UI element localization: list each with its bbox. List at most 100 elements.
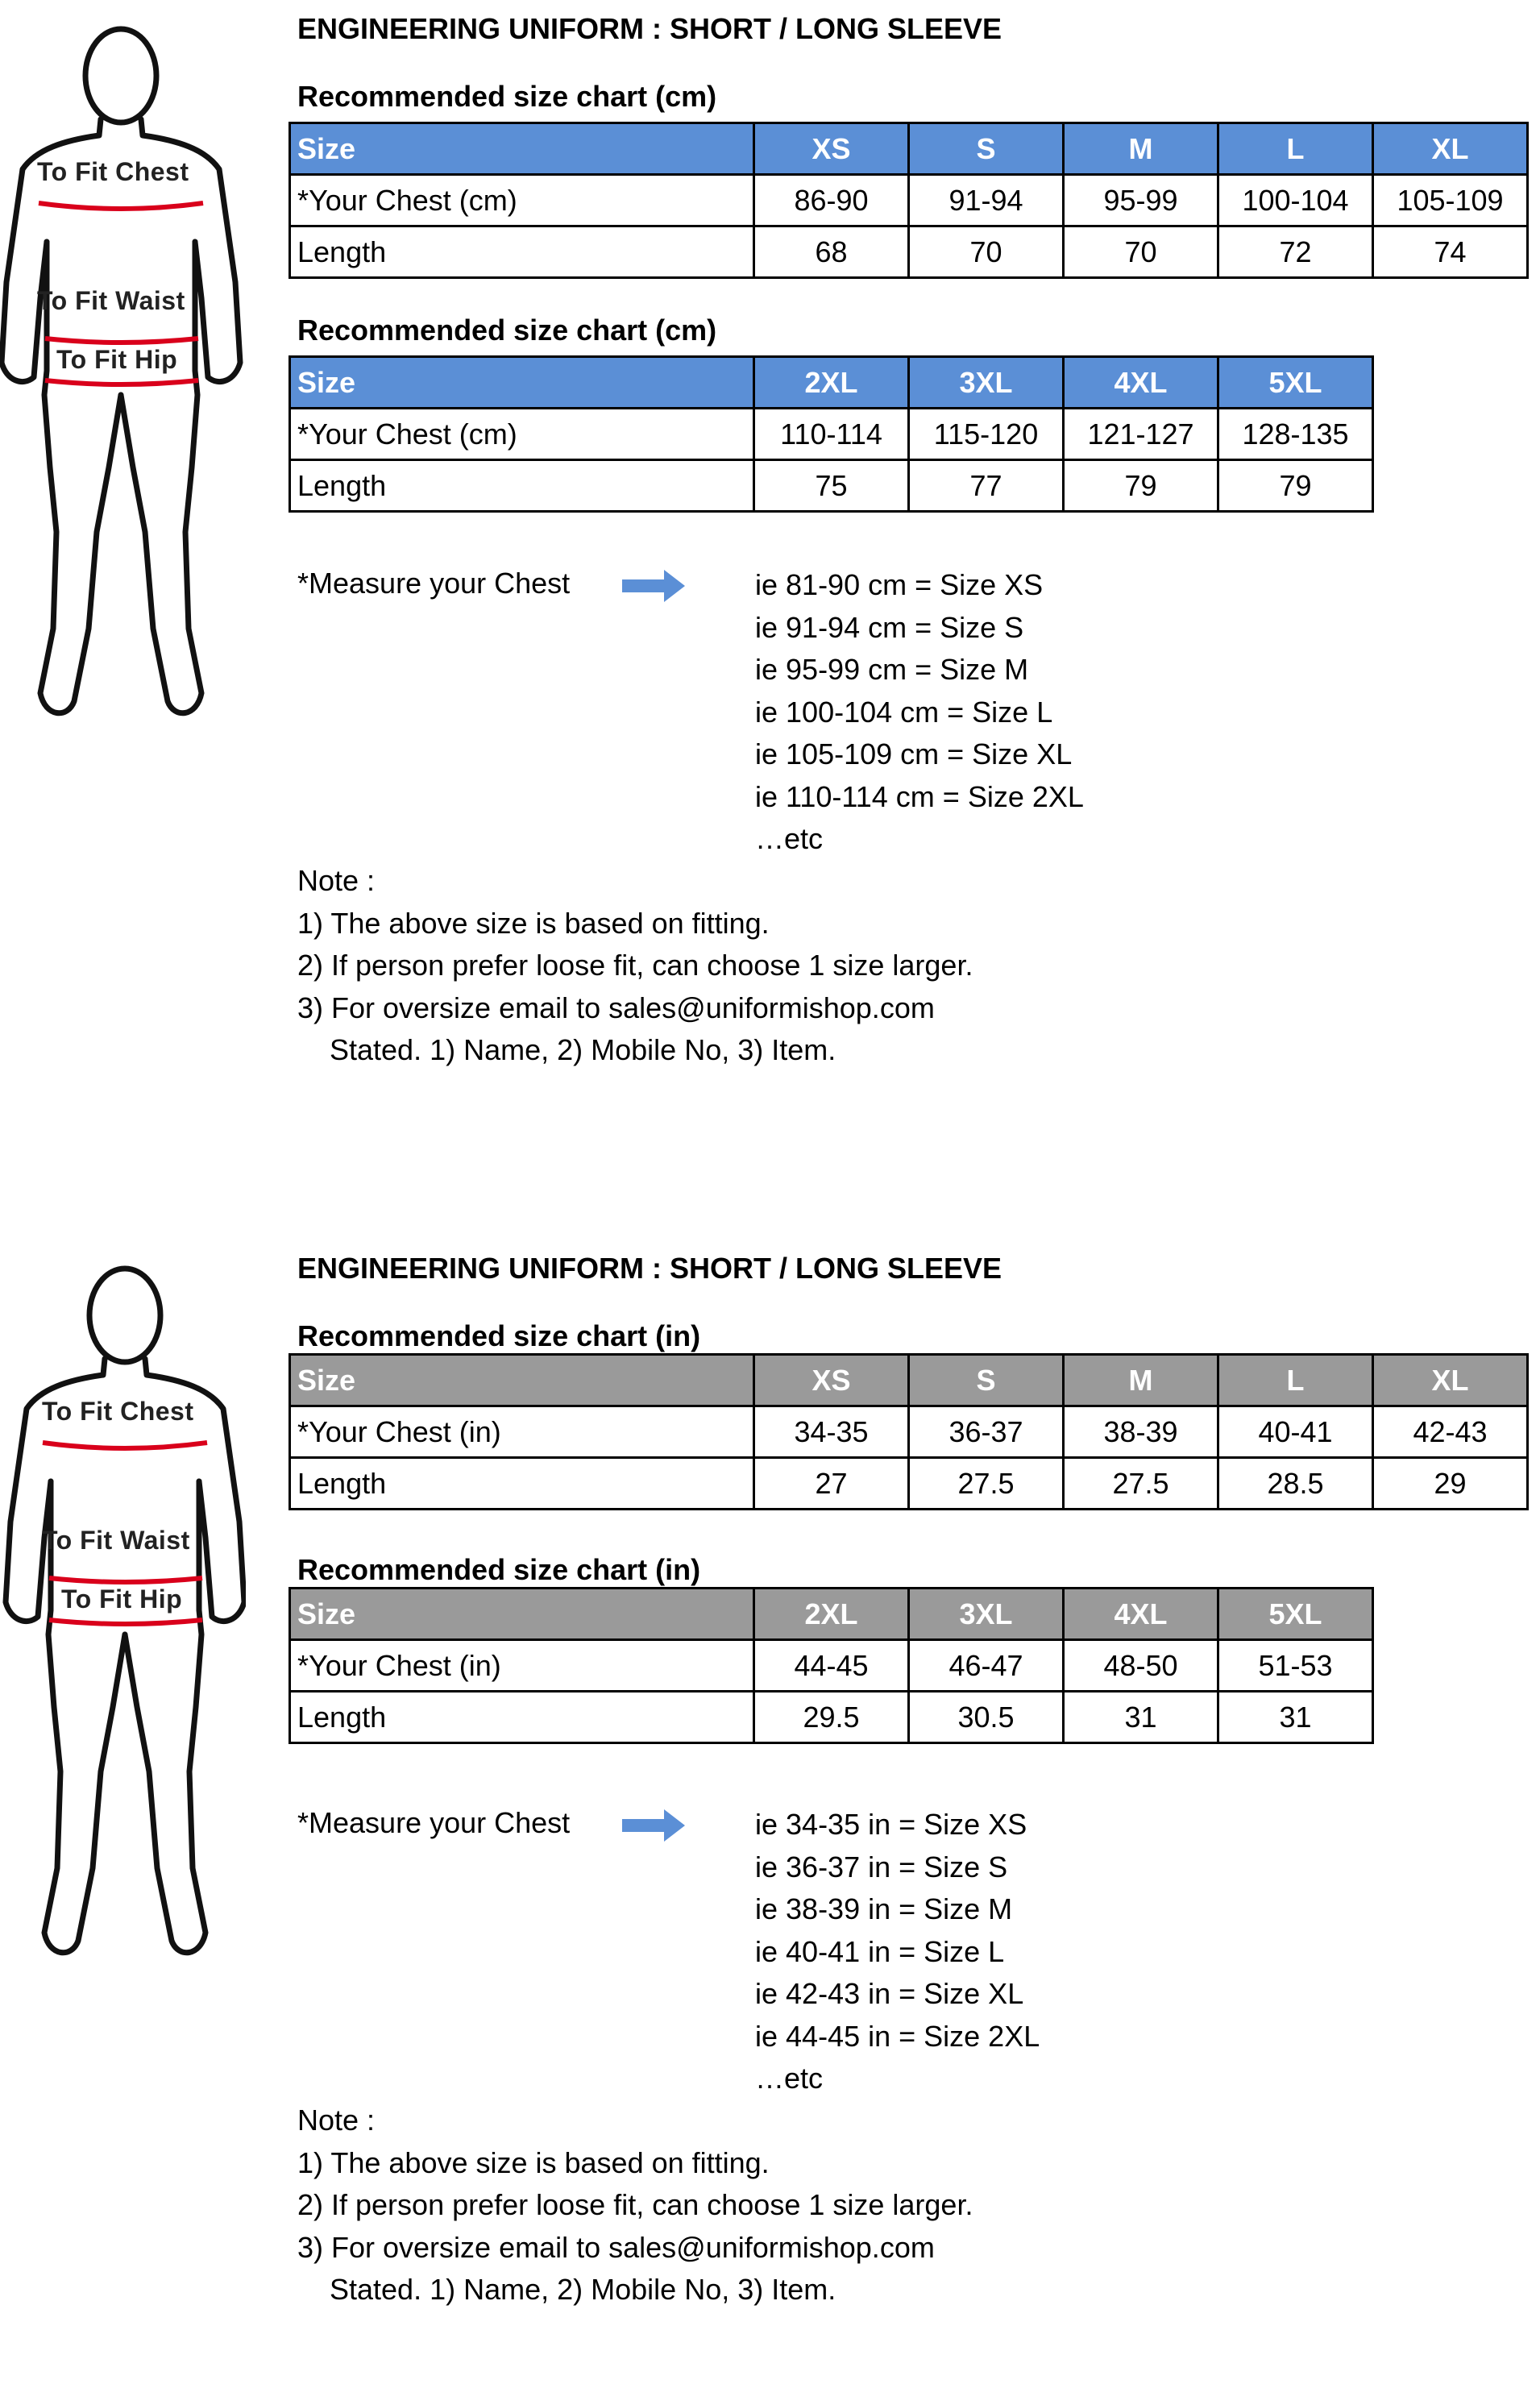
measure-chest-label: *Measure your Chest [297,567,571,600]
row-label: Length [288,459,755,513]
header-m: M [1062,1353,1219,1407]
header-s: S [907,122,1065,176]
table-row: *Your Chest (in) 34-35 36-37 38-39 40-41… [288,1405,1529,1459]
table-cell: 72 [1217,225,1374,279]
table-cell: 79 [1217,459,1374,513]
table-cell: 34-35 [753,1405,910,1459]
header-3xl: 3XL [907,1587,1065,1641]
row-label: Length [288,1456,755,1510]
size-section-in: To Fit Chest To Fit Waist To Fit Hip ENG… [0,1240,1540,2384]
table-cell: 70 [1062,225,1219,279]
table-cell: 30.5 [907,1690,1065,1744]
notes-block: Note : 1) The above size is based on fit… [297,2099,973,2311]
header-4xl: 4XL [1062,1587,1219,1641]
fit-waist-label: To Fit Waist [37,286,185,315]
fit-chest-label: To Fit Chest [42,1397,194,1426]
table-cell: 42-43 [1372,1405,1529,1459]
size-equivalents-list: ie 34-35 in = Size XS ie 36-37 in = Size… [755,1804,1040,2100]
fit-hip-label: To Fit Hip [61,1584,183,1614]
table-cell: 27 [753,1456,910,1510]
table-cell: 40-41 [1217,1405,1374,1459]
row-label: *Your Chest (in) [288,1638,755,1692]
table-header-row: Size XS S M L XL [288,122,1529,176]
table-cell: 100-104 [1217,173,1374,227]
header-xl: XL [1372,1353,1529,1407]
size-table-in-large: Size 2XL 3XL 4XL 5XL *Your Chest (in) 44… [288,1587,1374,1744]
header-size: Size [288,122,755,176]
arrow-right-icon [622,1809,685,1842]
list-item: ie 100-104 cm = Size L [755,695,1053,729]
list-item: ie 110-114 cm = Size 2XL [755,779,1084,813]
table-cell: 27.5 [907,1456,1065,1510]
note-item: Stated. 1) Name, 2) Mobile No, 3) Item. [330,1033,836,1066]
body-figure-icon: To Fit Chest To Fit Waist To Fit Hip [0,16,246,741]
table-cell: 115-120 [907,407,1065,461]
header-4xl: 4XL [1062,355,1219,409]
table-caption: Recommended size chart (in) [297,1319,701,1352]
table-cell: 36-37 [907,1405,1065,1459]
body-figure-icon: To Fit Chest To Fit Waist To Fit Hip [0,1256,246,1981]
table-header-row: Size XS S M L XL [288,1353,1529,1407]
table-header-row: Size 2XL 3XL 4XL 5XL [288,355,1374,409]
list-item: ie 91-94 cm = Size S [755,610,1024,644]
table-row: *Your Chest (in) 44-45 46-47 48-50 51-53 [288,1638,1374,1692]
table-row: Length 68 70 70 72 74 [288,225,1529,279]
table-row: *Your Chest (cm) 110-114 115-120 121-127… [288,407,1374,461]
table-cell: 44-45 [753,1638,910,1692]
table-cell: 75 [753,459,910,513]
note-heading: Note : [297,2104,376,2137]
table-cell: 29.5 [753,1690,910,1744]
size-table-in-standard: Size XS S M L XL *Your Chest (in) 34-35 … [288,1353,1529,1510]
header-m: M [1062,122,1219,176]
fit-waist-label: To Fit Waist [42,1526,190,1555]
note-item: 2) If person prefer loose fit, can choos… [297,949,973,982]
header-xs: XS [753,1353,910,1407]
fit-chest-label: To Fit Chest [37,157,189,186]
table-cell: 74 [1372,225,1529,279]
note-item: 1) The above size is based on fitting. [297,906,770,940]
list-item: ie 81-90 cm = Size XS [755,568,1044,601]
row-label: *Your Chest (in) [288,1405,755,1459]
header-2xl: 2XL [753,1587,910,1641]
page-title: ENGINEERING UNIFORM : SHORT / LONG SLEEV… [297,12,1002,45]
list-item: …etc [755,822,824,855]
list-item: ie 34-35 in = Size XS [755,1808,1027,1841]
table-cell: 68 [753,225,910,279]
table-row: Length 27 27.5 27.5 28.5 29 [288,1456,1529,1510]
table-cell: 46-47 [907,1638,1065,1692]
list-item: ie 105-109 cm = Size XL [755,737,1073,770]
table-cell: 110-114 [753,407,910,461]
row-label: *Your Chest (cm) [288,407,755,461]
table-cell: 91-94 [907,173,1065,227]
table-cell: 31 [1062,1690,1219,1744]
note-item: 1) The above size is based on fitting. [297,2145,770,2179]
table-cell: 105-109 [1372,173,1529,227]
header-xs: XS [753,122,910,176]
list-item: ie 40-41 in = Size L [755,1934,1005,1968]
row-label: *Your Chest (cm) [288,173,755,227]
fit-hip-label: To Fit Hip [56,345,178,374]
table-cell: 121-127 [1062,407,1219,461]
list-item: ie 38-39 in = Size M [755,1892,1013,1925]
header-size: Size [288,1353,755,1407]
table-cell: 95-99 [1062,173,1219,227]
table-cell: 27.5 [1062,1456,1219,1510]
table-cell: 86-90 [753,173,910,227]
table-cell: 128-135 [1217,407,1374,461]
size-equivalents-list: ie 81-90 cm = Size XS ie 91-94 cm = Size… [755,564,1084,861]
list-item: ie 44-45 in = Size 2XL [755,2019,1040,2053]
header-l: L [1217,122,1374,176]
header-l: L [1217,1353,1374,1407]
header-2xl: 2XL [753,355,910,409]
table-cell: 31 [1217,1690,1374,1744]
note-heading: Note : [297,864,376,897]
size-table-cm-standard: Size XS S M L XL *Your Chest (cm) 86-90 … [288,122,1529,279]
list-item: ie 95-99 cm = Size M [755,653,1029,686]
table-caption: Recommended size chart (cm) [297,314,717,347]
table-row: Length 75 77 79 79 [288,459,1374,513]
header-size: Size [288,355,755,409]
header-s: S [907,1353,1065,1407]
header-5xl: 5XL [1217,1587,1374,1641]
note-item: Stated. 1) Name, 2) Mobile No, 3) Item. [330,2273,836,2306]
page-title: ENGINEERING UNIFORM : SHORT / LONG SLEEV… [297,1252,1002,1285]
